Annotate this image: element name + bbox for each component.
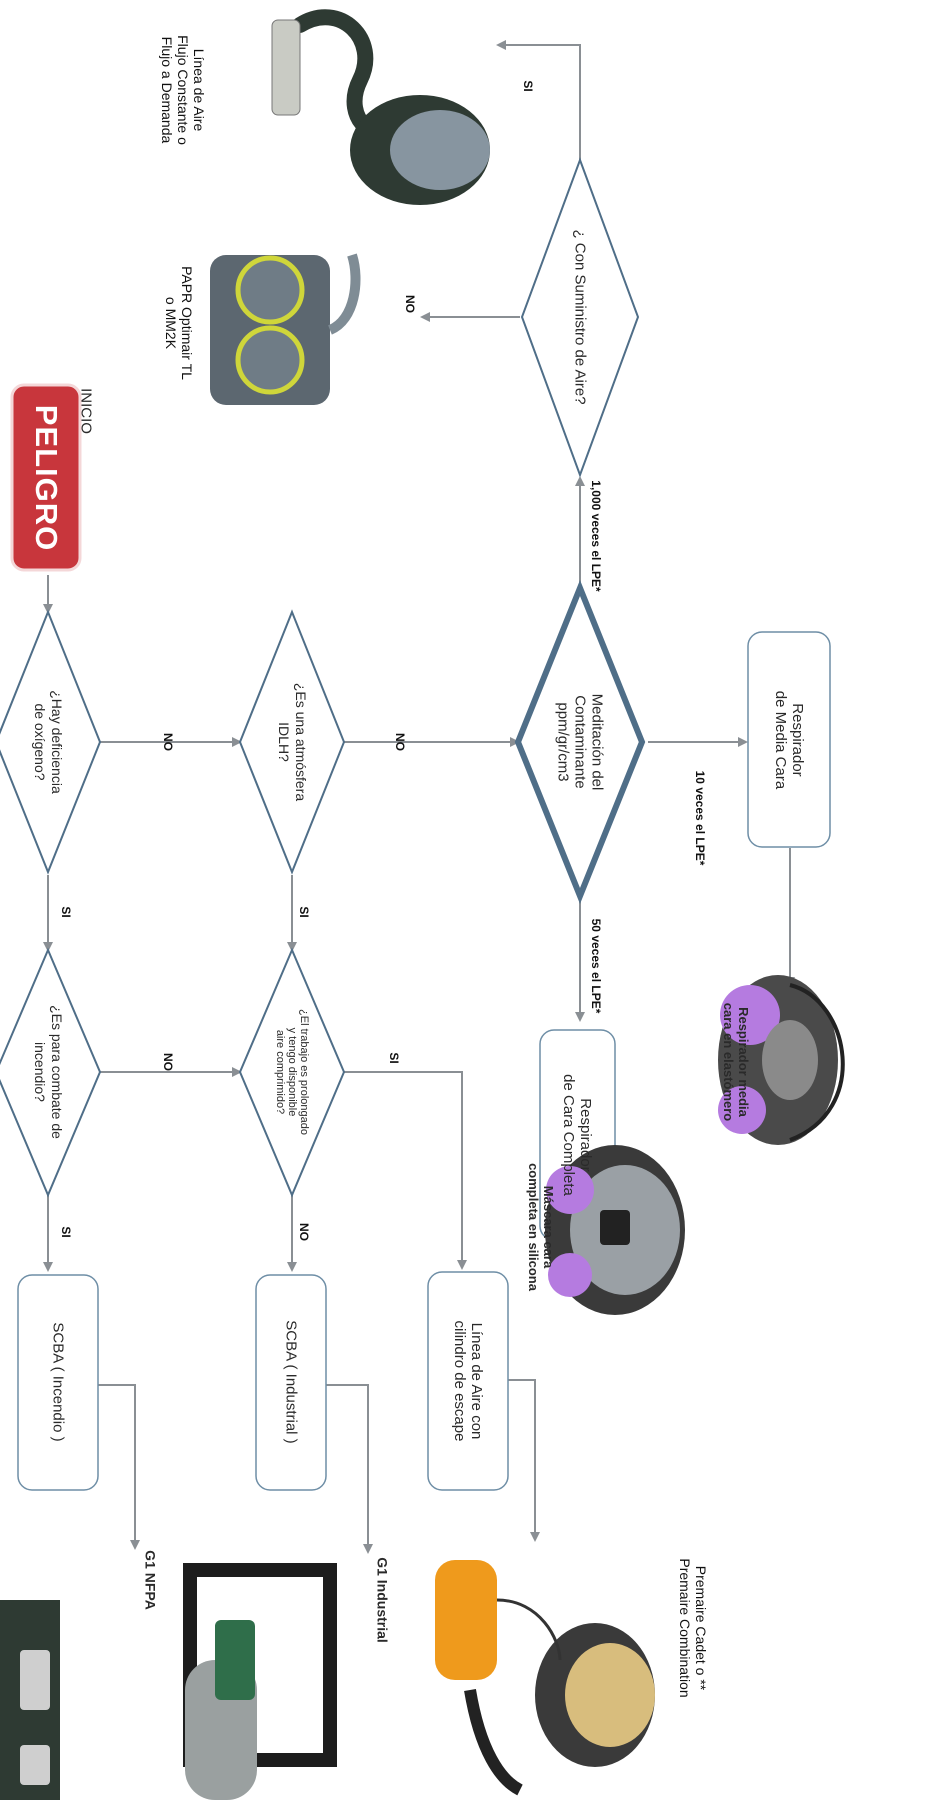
box-airline-escape — [427, 1271, 509, 1491]
premaire-icon — [435, 1560, 655, 1796]
airline-mask-icon — [271, 9, 490, 205]
box-scba-fire — [17, 1274, 99, 1491]
product-airline-label: Línea de Aire Flujo Constante o Flujo a … — [159, 35, 207, 145]
edge-label-si-1: SI — [521, 80, 535, 92]
decision-prolonged-text: ¿El trabajo es prolongado y tengo dispon… — [274, 1009, 310, 1135]
decision-oxygen — [0, 609, 102, 875]
decision-fire-text: ¿Es para combate de incendio? — [32, 1005, 65, 1139]
outcome-scba-fire: SCBA ( Incendio ) — [49, 1322, 67, 1442]
edge-airsupply-si — [496, 40, 581, 160]
product-papr-label: PAPR Optimair TL o MM2K — [163, 266, 195, 380]
edge-label-si-3: SI — [297, 906, 311, 918]
decision-idlh — [238, 609, 346, 875]
edge-airline-to-product — [508, 1379, 540, 1542]
papr-icon — [210, 253, 361, 405]
edge-label-si-2: SI — [59, 906, 73, 918]
edge-label-si-4: SI — [387, 1052, 401, 1064]
edge-label-no-1: NO — [161, 733, 175, 751]
edge-label-ten-times: 10 veces el LPE* — [693, 770, 707, 866]
edge-label-no-2: NO — [393, 733, 407, 751]
edge-prolonged-si — [342, 1071, 467, 1270]
decision-fire — [0, 947, 102, 1198]
half-mask-icon — [718, 975, 845, 1145]
decision-prolonged — [238, 947, 346, 1198]
product-half-elastomer-label: Respirador media cara en elastómero — [721, 1002, 751, 1122]
outcome-airline-escape: Línea de Aire con cilindro de escape — [451, 1320, 485, 1442]
edge-scbaind-to-product — [325, 1384, 373, 1554]
box-scba-industrial — [255, 1274, 327, 1491]
edge-label-fifty-times: 50 veces el LPE* — [589, 918, 603, 1014]
product-g1-industrial-label: G1 Industrial — [374, 1557, 391, 1643]
edge-label-si-5: SI — [59, 1226, 73, 1238]
edge-label-thousand-times: 1,000 veces el LPE* — [589, 480, 603, 592]
decision-measure-text: Meditación del Contaminante ppm/gr/cm3 — [554, 693, 606, 791]
danger-sign — [10, 383, 82, 572]
edge-label-no-3: NO — [403, 295, 417, 313]
product-premaire-label: Premaire Cadet o ** Premaire Combination — [677, 1558, 709, 1698]
edge-label-no-5: NO — [297, 1223, 311, 1241]
edge-label-no-4: NO — [161, 1053, 175, 1071]
product-g1-nfpa-label: G1 NFPA — [142, 1550, 159, 1610]
decision-measure — [514, 579, 646, 905]
edge-scbafire-to-product — [98, 1384, 140, 1550]
scba-fire-icon — [0, 1600, 60, 1800]
outcome-half-face: Respirador de Media Cara — [772, 690, 806, 790]
scba-industrial-icon — [183, 1563, 337, 1800]
outcome-full-face: Respirador de Cara Completa — [560, 1074, 594, 1196]
decision-air-supply-text: ¿ Con Suministro de Aire? — [571, 229, 589, 405]
box-half-face — [747, 631, 831, 848]
outcome-scba-industrial: SCBA ( Industrial ) — [282, 1320, 300, 1444]
decision-oxygen-text: ¿Hay deficiencia de oxígeno? — [32, 690, 65, 794]
decision-idlh-text: ¿Es una atmósfera IDLH? — [276, 682, 309, 802]
full-mask-icon — [545, 1145, 685, 1315]
decision-air-supply — [520, 157, 640, 478]
product-full-silicone-label: Máscara cara completa en silicona — [526, 1163, 556, 1291]
start-label: INICIO — [77, 388, 95, 434]
danger-label: PELIGRO — [29, 404, 64, 552]
